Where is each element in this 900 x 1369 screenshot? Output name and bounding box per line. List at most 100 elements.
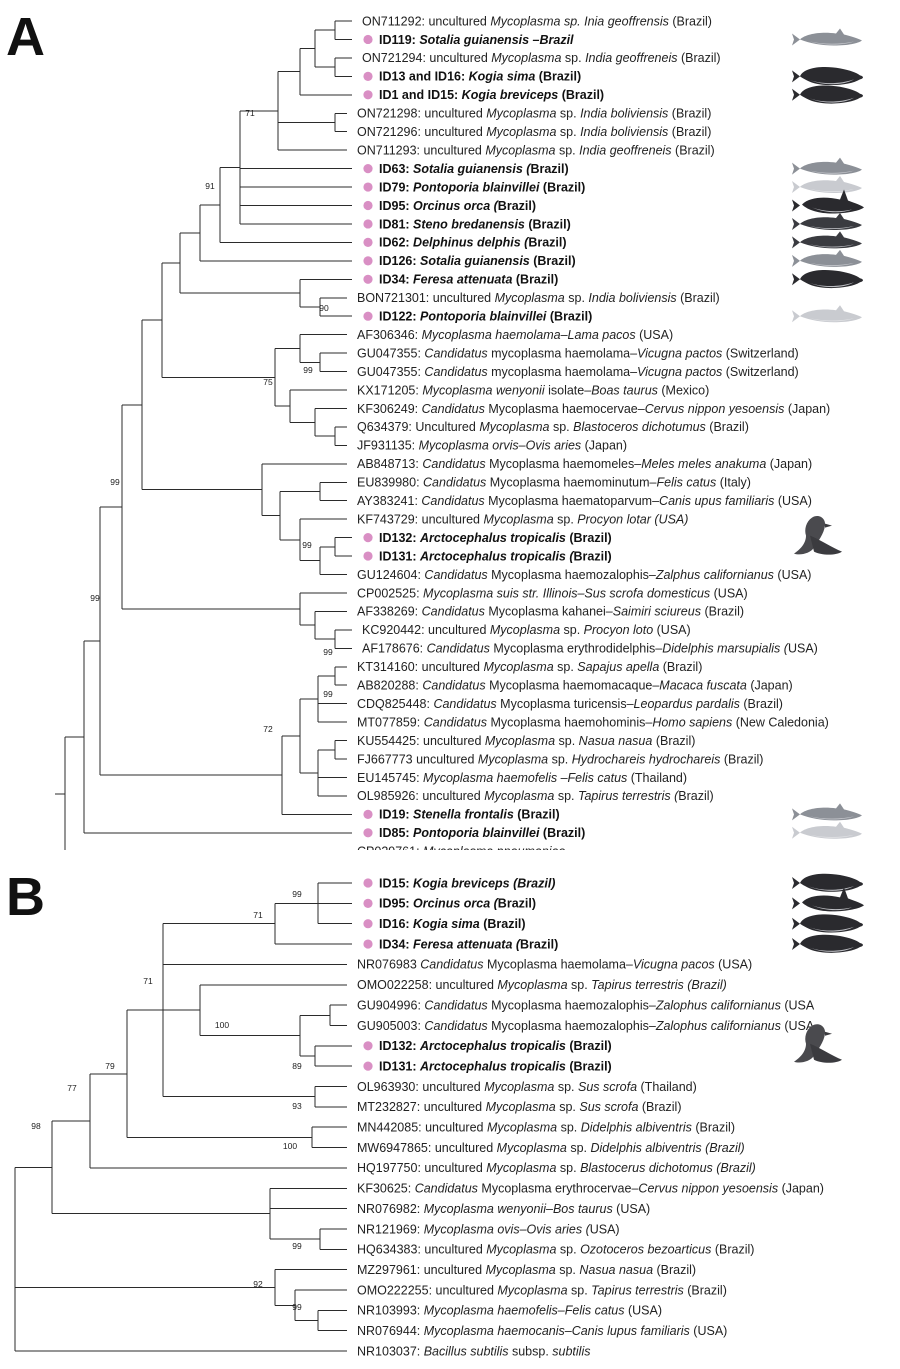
- tip-label: ID34: Feresa attenuata (Brazil): [379, 273, 558, 287]
- tip-label-part: (Switzerland): [722, 365, 798, 379]
- tip-label: ID16: Kogia sima (Brazil): [379, 917, 526, 931]
- tip-label-part: ID1 and ID15:: [379, 88, 462, 102]
- tip-label-part: Candidatus: [420, 958, 483, 972]
- tip-label-part: India geoffreneis: [579, 143, 671, 157]
- tip-label-part: Blastocerus dichotomus (Brazil): [580, 1161, 756, 1175]
- tip-label-part: KF306249:: [357, 402, 422, 416]
- tip-label: OMO022258: uncultured Mycoplasma sp. Tap…: [357, 978, 727, 992]
- tip-label-part: (Brazil): [684, 1283, 727, 1297]
- tip-label-part: Mycoplasma: [483, 660, 553, 674]
- tip-label-part: Cervus nippon yesoensis: [645, 402, 785, 416]
- tip-label: ID79: Pontoporia blainvillei (Brazil): [379, 180, 585, 194]
- highlight-marker-icon: [363, 939, 373, 949]
- tip-label-part: Brazil): [678, 789, 713, 803]
- tip-label: NR076982: Mycoplasma wenyonii–Bos taurus…: [357, 1202, 650, 1216]
- tip-label-part: ID85:: [379, 826, 413, 840]
- sea-lion-icon: [794, 516, 842, 555]
- tip-label-part: Vicugna pacos: [633, 958, 715, 972]
- tip-label-part: Tapirus terrestris (: [578, 789, 680, 803]
- tip-label-part: Stenella frontalis: [413, 808, 514, 822]
- tip-label-part: (Brazil): [512, 273, 558, 287]
- tip-label-part: Nasua nasua: [579, 734, 653, 748]
- tip-label: AY383241: Candidatus Mycoplasma haematop…: [357, 494, 812, 508]
- tip-label-part: ID81:: [379, 217, 413, 231]
- tip-label-part: sp.: [556, 143, 580, 157]
- tip-label: AB820288: Candidatus Mycoplasma haemomac…: [357, 679, 793, 693]
- tip-label: ON721296: uncultured Mycoplasma sp. Indi…: [357, 125, 711, 139]
- tip-label-part: Mycoplasma pneumoniae: [423, 845, 565, 850]
- tip-label-part: sp.: [568, 978, 592, 992]
- tip-label-part: (Brazil): [514, 808, 560, 822]
- bootstrap-value: 99: [323, 689, 333, 699]
- highlight-marker-icon: [363, 828, 373, 838]
- tip-label: FJ667773 uncultured Mycoplasma sp. Hydro…: [357, 752, 763, 766]
- tip-label-part: (Brazil): [678, 51, 721, 65]
- bootstrap-value: 99: [302, 540, 312, 550]
- highlight-marker-icon: [363, 809, 373, 819]
- tip-label-part: OMO022258: uncultured: [357, 978, 497, 992]
- tip-label: MN442085: uncultured Mycoplasma sp. Dide…: [357, 1121, 735, 1135]
- tip-label: KF743729: uncultured Mycoplasma sp. Proc…: [357, 512, 688, 526]
- highlight-marker-icon: [363, 182, 373, 192]
- tip-label-part: Candidatus: [424, 715, 487, 729]
- tip-label-part: (USA): [690, 1324, 728, 1338]
- tip-label-part: EU839980:: [357, 476, 423, 490]
- tip-label: CP002525: Mycoplasma suis str. Illinois–…: [357, 586, 748, 600]
- tip-label-part: AF306346:: [357, 328, 422, 342]
- tip-label: GU047355: Candidatus mycoplasma haemolam…: [357, 346, 799, 360]
- tip-label-part: (USA): [774, 568, 812, 582]
- tip-label-part: ID15:: [379, 876, 413, 890]
- tip-label-part: (Brazil): [668, 107, 711, 121]
- tip-label-part: Mycoplasma haemomeles–: [486, 457, 642, 471]
- whale-dark-icon: [792, 85, 863, 104]
- tip-label-part: Brazil): [520, 937, 558, 951]
- tip-label-part: AF338269:: [357, 605, 422, 619]
- tip-label-part: MT232827: uncultured: [357, 1100, 486, 1114]
- bootstrap-value: 71: [143, 976, 153, 986]
- tip-label-part: (Brazil): [672, 143, 715, 157]
- tip-label-part: Pontoporia blainvillei: [420, 310, 547, 324]
- tip-label: AB848713: Candidatus Mycoplasma haemomel…: [357, 457, 812, 471]
- tip-label-part: Candidatus: [421, 494, 484, 508]
- tip-label-part: (USA: [781, 998, 815, 1012]
- tip-label-part: (Mexico): [658, 383, 709, 397]
- tip-label-part: Sotalia guianensis –Brazil: [419, 33, 574, 47]
- tip-label-part: (Brazil): [701, 605, 744, 619]
- whale-dark-icon: [792, 914, 863, 933]
- tip-label-part: (Japan): [784, 402, 830, 416]
- tip-label-part: NR076944:: [357, 1324, 424, 1338]
- tip-label: GU905003: Candidatus Mycoplasma haemozal…: [357, 1019, 815, 1033]
- tip-label-part: Nasua nasua: [579, 1263, 653, 1277]
- tip-label-part: Ozotoceros bezoarticus: [580, 1243, 711, 1257]
- tip-label-part: (Brazil): [659, 660, 702, 674]
- tip-label-part: Procyon lotar (USA): [577, 512, 688, 526]
- tip-label-part: sp.: [554, 512, 578, 526]
- tip-label-part: GU047355:: [357, 365, 424, 379]
- tip-label-part: sp.: [557, 1121, 581, 1135]
- tip-label: KU554425: uncultured Mycoplasma sp. Nasu…: [357, 734, 695, 748]
- tip-label-part: MZ297961: uncultured: [357, 1263, 486, 1277]
- tip-label: ID34: Feresa attenuata (Brazil): [379, 937, 558, 951]
- tip-label: HQ634383: uncultured Mycoplasma sp. Ozot…: [357, 1243, 754, 1257]
- tip-label-part: ID132:: [379, 531, 420, 545]
- tip-label-part: USA): [788, 642, 818, 656]
- tip-label-part: ON711292: uncultured: [362, 14, 490, 28]
- tip-label-part: CP002525:: [357, 586, 423, 600]
- tip-label-part: (Brazil): [530, 254, 576, 268]
- tip-label-part: Kogia breviceps: [462, 88, 559, 102]
- tip-label-part: ON721298: uncultured: [357, 107, 486, 121]
- bootstrap-value: 99: [323, 647, 333, 657]
- bootstrap-value: 99: [292, 889, 302, 899]
- tip-label-part: (Brazil): [546, 310, 592, 324]
- tip-label-part: isolate–: [545, 383, 592, 397]
- tip-label-part: ID131:: [379, 549, 420, 563]
- tip-label-part: sp.: [556, 107, 580, 121]
- tip-label-part: Kogia breviceps (Brazil): [413, 876, 555, 890]
- sea-lion-icon: [794, 1024, 842, 1063]
- tip-label-part: sp.: [556, 1243, 580, 1257]
- tip-label-part: Mycoplasma: [479, 420, 549, 434]
- highlight-marker-icon: [363, 533, 373, 543]
- whale-dark-icon: [792, 67, 863, 86]
- tip-label-part: AY383241:: [357, 494, 421, 508]
- tip-label-part: Candidatus: [422, 605, 485, 619]
